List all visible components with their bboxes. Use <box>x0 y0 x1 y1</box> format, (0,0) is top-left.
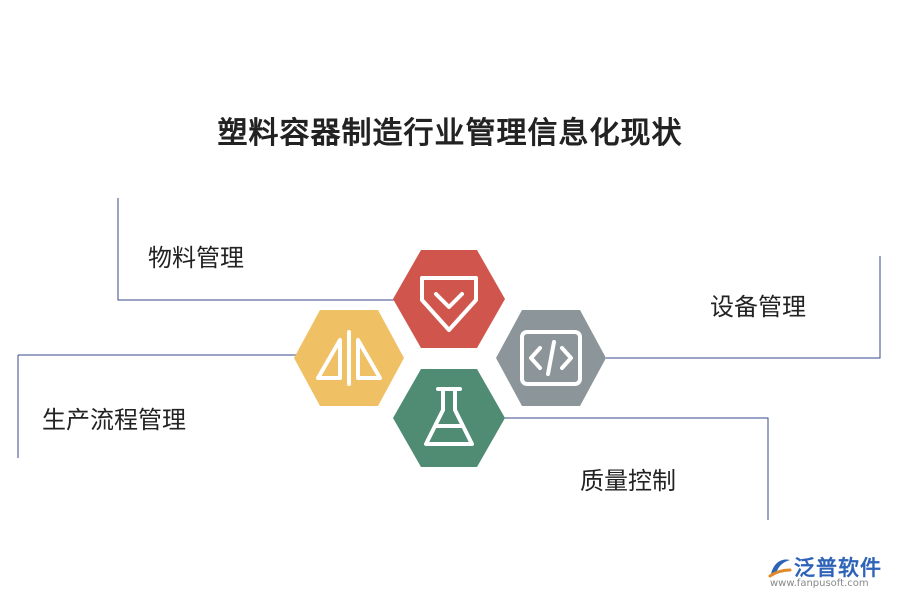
label-quality: 质量控制 <box>580 467 676 495</box>
logo-icon <box>768 559 792 578</box>
connector-quality <box>502 417 769 520</box>
connector-materials <box>117 198 398 301</box>
code-brackets-icon <box>520 330 582 386</box>
hexagon-right <box>496 310 606 406</box>
hexagon-bottom <box>393 369 505 467</box>
hexagon-left <box>294 310 404 406</box>
split-triangles-icon <box>316 330 382 386</box>
label-materials: 物料管理 <box>148 244 244 272</box>
page-title: 塑料容器制造行业管理信息化现状 <box>217 116 683 151</box>
connector-lines <box>17 198 881 520</box>
flask-icon <box>424 387 474 446</box>
connector-equipment <box>606 256 881 359</box>
label-equipment: 设备管理 <box>710 293 806 321</box>
logo-name: 泛普软件 <box>794 556 882 580</box>
logo-url: www.fanpusoft.com <box>770 578 869 589</box>
diamond-check-icon <box>420 276 478 332</box>
hexagon-top <box>393 250 505 348</box>
brand-logo: 泛普软件 www.fanpusoft.com <box>768 552 892 594</box>
label-production: 生产流程管理 <box>42 406 186 434</box>
